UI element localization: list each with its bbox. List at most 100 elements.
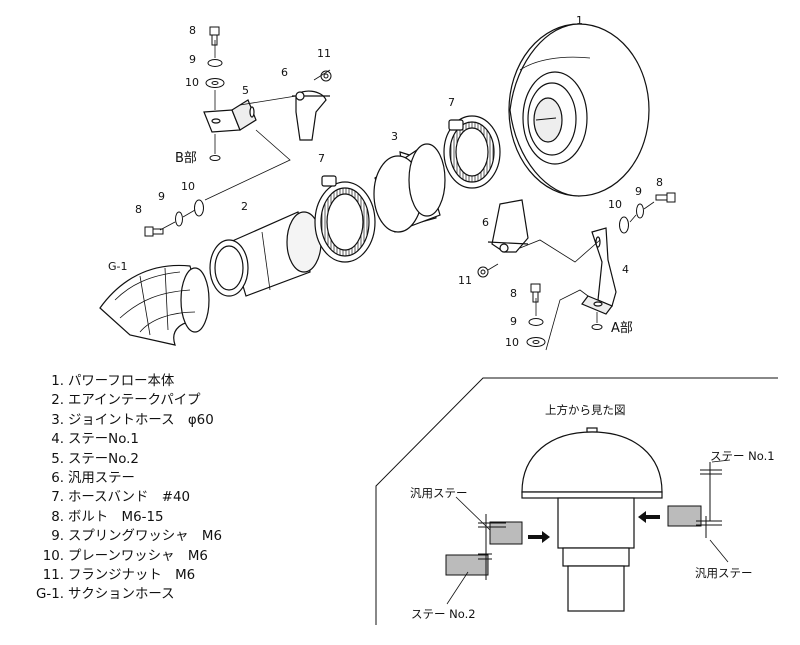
part-number: 2. (51, 393, 64, 409)
inset-universal-stay-right (667, 505, 722, 538)
part-number: G-1. (36, 587, 64, 603)
part-name: パワーフロー本体 (68, 374, 175, 389)
bolt-top-b (209, 26, 220, 46)
parts-list-item: G-1.サクションホース (16, 585, 316, 604)
spring-washer-right (636, 203, 644, 219)
part-name: ホースバンド #40 (68, 490, 190, 506)
inset-title: 上方から見た図 (545, 403, 626, 417)
part-number: 11. (42, 568, 64, 584)
callout-10-left: 10 (181, 180, 195, 193)
inset-arrow-left (528, 531, 550, 543)
detail-b-label: B部 (175, 151, 197, 166)
part-name: フランジナット M6 (68, 568, 196, 584)
parts-list-item: 3.ジョイントホース φ60 (16, 411, 316, 430)
part-name: プレーンワッシャ M6 (68, 548, 208, 564)
part-name: スプリングワッシャ M6 (68, 529, 222, 545)
parts-list-item: 10.プレーンワッシャ M6 (16, 547, 316, 566)
callout-4: 4 (622, 263, 629, 276)
inset-arrow-right (638, 511, 660, 523)
air-intake-pipe (209, 211, 322, 297)
bolt-right (655, 192, 676, 203)
part-number: 7. (51, 490, 64, 506)
callout-8-bottom: 8 (510, 287, 517, 300)
top-view-body (521, 427, 663, 612)
hose-band-left (314, 175, 376, 263)
callout-7-right: 7 (448, 96, 455, 109)
hole-b (209, 155, 221, 161)
callout-8-left: 8 (135, 203, 142, 216)
callout-6-upper: 6 (281, 66, 288, 79)
flange-nut-top (320, 70, 332, 82)
spring-washer-bottom-a (528, 318, 544, 326)
callout-10-top: 10 (185, 76, 199, 89)
bolt-left (144, 226, 164, 237)
callout-9-bottom: 9 (510, 315, 517, 328)
part-number: 9. (51, 529, 64, 545)
inset-label-stay-no1: ステー No.1 (710, 449, 775, 463)
parts-list-item: 2.エアインテークパイプ (16, 391, 316, 410)
part-number: 1. (51, 374, 64, 389)
part-name: ステーNo.2 (68, 451, 139, 467)
callout-8-right: 8 (656, 176, 663, 189)
part-name: ジョイントホース φ60 (68, 412, 214, 428)
callout-3: 3 (391, 130, 398, 143)
parts-list-item: 11.フランジナット M6 (16, 566, 316, 585)
hole-a (591, 324, 603, 330)
parts-list-item: 1. パワーフロー本体 (16, 372, 316, 391)
callout-9-right: 9 (635, 185, 642, 198)
parts-list-item: 5.ステーNo.2 (16, 450, 316, 469)
callout-g1: G-1 (108, 260, 128, 273)
parts-list-item: 8.ボルト M6-15 (16, 508, 316, 527)
callout-2: 2 (241, 200, 248, 213)
leader-lines (159, 40, 655, 351)
universal-stay-upper (292, 90, 330, 141)
callout-10-bottom: 10 (505, 336, 519, 349)
spring-washer-top-b (207, 59, 223, 67)
callout-10-right: 10 (608, 198, 622, 211)
part-number: 6. (51, 471, 64, 487)
inset-universal-stay-left (478, 514, 523, 555)
parts-list-item: 4.ステーNo.1 (16, 430, 316, 449)
suction-hose (99, 264, 210, 346)
part-name: ステーNo.1 (68, 432, 139, 448)
parts-list: 1. パワーフロー本体 2.エアインテークパイプ 3.ジョイントホース φ60 4… (16, 372, 316, 605)
callout-8-top: 8 (189, 24, 196, 37)
inset-label-stay-no2: ステー No.2 (411, 607, 476, 621)
inset-leaders (446, 459, 731, 605)
part-name: 汎用ステー (68, 471, 135, 487)
power-flow-body (508, 23, 650, 197)
callout-labels: 1 2 3 4 5 6 6 7 7 8 8 8 8 9 9 9 9 10 10 … (108, 14, 663, 349)
plain-washer-left (194, 199, 204, 217)
parts-list-item: 7.ホースバンド #40 (16, 488, 316, 507)
part-number: 8. (51, 509, 64, 525)
callout-11-top: 11 (317, 47, 331, 60)
callout-1: 1 (576, 14, 583, 27)
callout-11-lower: 11 (458, 274, 472, 287)
detail-a-label: A部 (611, 321, 633, 336)
part-number: 5. (51, 451, 64, 467)
part-name: サクションホース (68, 587, 175, 603)
callout-9-left: 9 (158, 190, 165, 203)
hose-band-right (443, 115, 501, 189)
stay-no2 (203, 99, 257, 133)
inset-label-universal-right: 汎用ステー (695, 566, 753, 580)
callout-9-top: 9 (189, 53, 196, 66)
spring-washer-left (175, 211, 183, 227)
universal-stay-lower (487, 199, 529, 253)
callout-6-lower: 6 (482, 216, 489, 229)
inset-stay-no1-bracket (700, 462, 722, 521)
callout-5: 5 (242, 84, 249, 97)
part-number: 10. (42, 548, 64, 564)
inset-label-universal-left: 汎用ステー (410, 486, 468, 500)
callout-7-left: 7 (318, 152, 325, 165)
part-number: 4. (51, 432, 64, 448)
inset-stay-no2 (445, 548, 492, 580)
flange-nut-lower (477, 266, 489, 278)
parts-list-item: 6.汎用ステー (16, 469, 316, 488)
parts-list-item: 9.スプリングワッシャ M6 (16, 527, 316, 546)
part-name: エアインテークパイプ (68, 393, 201, 409)
plain-washer-right (619, 216, 629, 234)
top-view-inset: 上方から見た図 (375, 377, 778, 625)
joint-hose (373, 143, 446, 233)
